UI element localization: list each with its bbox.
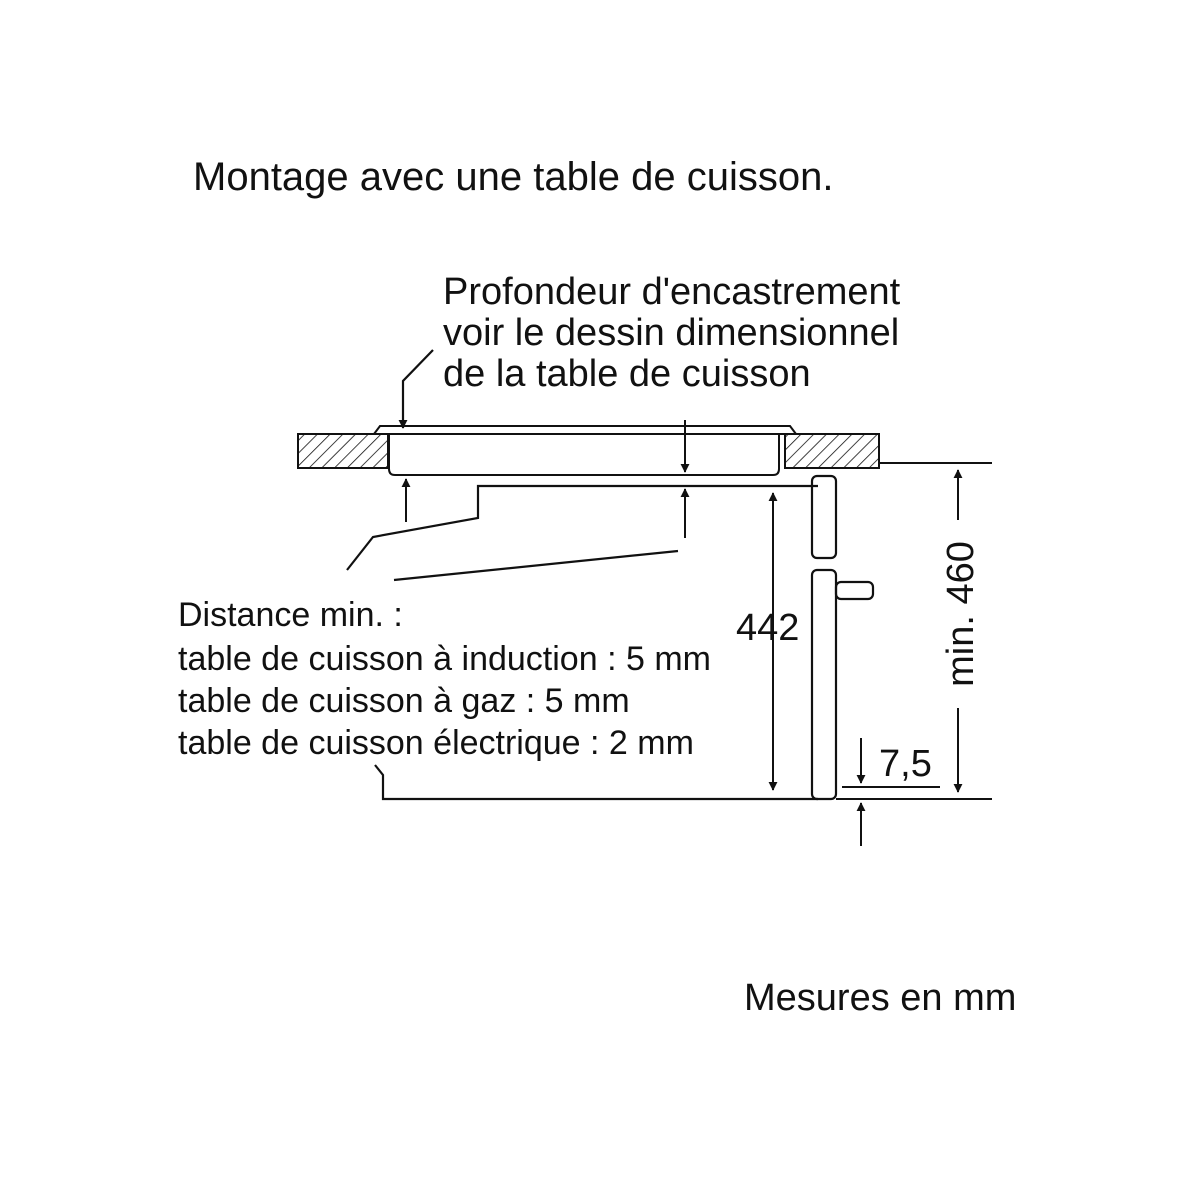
distance-gaz: table de cuisson à gaz : 5 mm (178, 682, 630, 720)
dimension-7-5-label: 7,5 (879, 743, 932, 785)
units-note: Mesures en mm (744, 977, 1016, 1019)
oven-body (346, 474, 875, 801)
cooktop (373, 425, 797, 476)
dimension-460 (836, 469, 992, 800)
countertop (297, 433, 992, 469)
distance-induction: table de cuisson à induction : 5 mm (178, 640, 711, 678)
gap-arrows (401, 420, 690, 538)
dimension-460-label: min. 460 (940, 541, 982, 687)
dimension-7-5 (842, 738, 940, 846)
dimension-442-label: 442 (736, 607, 799, 649)
callout-line-2: voir le dessin dimensionnel (443, 312, 899, 354)
diagram-title: Montage avec une table de cuisson. (193, 155, 833, 199)
distance-electrique: table de cuisson électrique : 2 mm (178, 724, 694, 762)
callout-line-3: de la table de cuisson (443, 353, 811, 395)
distance-heading: Distance min. : (178, 596, 403, 634)
callout-line-1: Profondeur d'encastrement (443, 271, 901, 313)
callout-leader (398, 349, 434, 429)
